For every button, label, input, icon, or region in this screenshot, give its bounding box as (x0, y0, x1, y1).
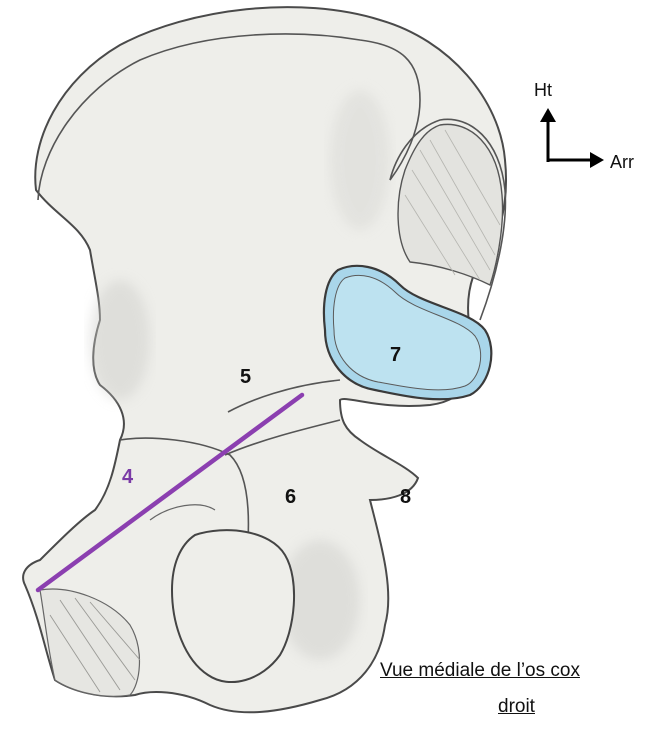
caption-line-2: droit (498, 696, 535, 718)
label-6: 6 (285, 486, 296, 509)
caption-line-1: Vue médiale de l’os cox (380, 660, 580, 682)
label-7: 7 (390, 344, 401, 367)
label-4: 4 (122, 466, 133, 489)
label-8: 8 (400, 486, 411, 509)
label-5: 5 (240, 366, 251, 389)
orientation-back-label: Arr (610, 152, 634, 173)
orientation-arrows-icon (530, 100, 610, 170)
orientation-up-label: Ht (534, 80, 552, 101)
